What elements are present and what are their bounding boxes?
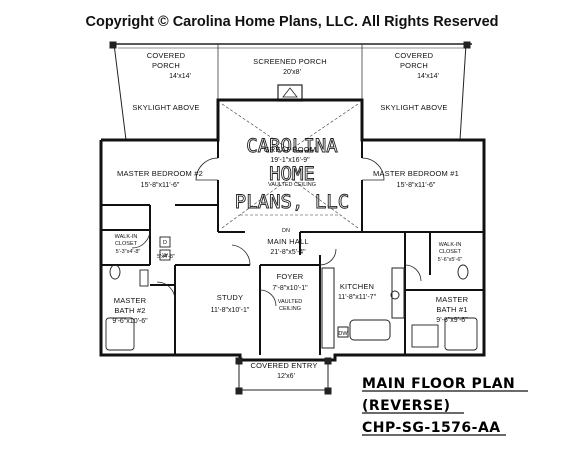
watermark: CAROLINA HOME PLANS, LLC — [234, 135, 349, 214]
foyer-note-1: VAULTED — [278, 299, 303, 305]
study-dims: 11'-8"x10'-1" — [211, 307, 250, 314]
screened-porch-label: SCREENED PORCH — [253, 57, 327, 66]
master-bath-1-label-1: MASTER — [436, 295, 469, 304]
great-room-label: GREAT ROOM — [264, 145, 317, 154]
great-room-ceiling — [221, 103, 359, 229]
plan-subtitle: (REVERSE) — [362, 398, 450, 414]
dryer-label: D — [163, 240, 167, 246]
covered-porch-right-dims: 14'x14' — [417, 73, 439, 80]
kitchen-label: KITCHEN — [340, 282, 374, 291]
kitchen-dims: 11'-8"x11'-7" — [338, 294, 377, 301]
entry-porch — [235, 357, 332, 395]
covered-porch-right-note: SKYLIGHT ABOVE — [380, 103, 447, 112]
covered-entry-dims: 12'x6' — [277, 373, 295, 380]
main-hall-note: DN — [282, 228, 290, 234]
covered-porch-right-label-2: PORCH — [400, 61, 428, 70]
master-bedroom-2-dims: 15'-8"x11'-6" — [141, 182, 180, 189]
walkin-closet-right-dims: 5'-6"x5'-6" — [438, 257, 463, 263]
covered-porch-left-note: SKYLIGHT ABOVE — [132, 103, 199, 112]
kitchen-counters — [321, 267, 405, 349]
dishwasher-label: DW — [338, 331, 348, 337]
covered-entry-label: COVERED ENTRY — [250, 361, 317, 370]
great-room-dims: 19'-1"x16'-9" — [270, 157, 310, 164]
bath-fixtures — [105, 236, 478, 351]
walkin-closet-left-label-1: WALK-IN — [115, 234, 138, 240]
laundry-dims: 5'x4'-8" — [157, 254, 175, 260]
walkin-closet-right-label-1: WALK-IN — [439, 242, 462, 248]
master-bath-2-label-1: MASTER — [114, 296, 147, 305]
door-swings — [131, 157, 422, 307]
interior-walls — [101, 140, 484, 355]
walkin-closet-right-label-2: CLOSET — [439, 249, 462, 255]
master-bedroom-1-dims: 15'-8"x11'-6" — [397, 182, 436, 189]
walkin-closet-left-label-2: CLOSET — [115, 241, 138, 247]
watermark-line-3: PLANS, LLC — [235, 191, 349, 213]
walkin-closet-left-dims: 5'-3"x4'-8" — [116, 249, 141, 255]
washer-label: W — [162, 253, 168, 259]
copyright-notice: Copyright © Carolina Home Plans, LLC. Al… — [86, 14, 499, 30]
covered-porch-left-label-1: COVERED — [147, 51, 186, 60]
foyer-label: FOYER — [277, 272, 304, 281]
great-room-note: VAULTED CEILING — [268, 182, 316, 188]
plan-title: MAIN FLOOR PLAN — [362, 376, 515, 392]
room-labels: COVERED PORCH 14'x14' SKYLIGHT ABOVE SCR… — [112, 51, 468, 380]
title-block: MAIN FLOOR PLAN (REVERSE) CHP-SG-1576-AA — [362, 376, 528, 436]
watermark-line-1: CAROLINA — [246, 135, 338, 157]
covered-porch-right-label-1: COVERED — [395, 51, 434, 60]
master-bath-2-label-2: BATH #2 — [114, 306, 145, 315]
master-bedroom-1-label: MASTER BEDROOM #1 — [373, 169, 459, 178]
master-bath-1-label-2: BATH #1 — [436, 305, 467, 314]
foyer-note-2: CEILING — [279, 306, 301, 312]
foyer-dims: 7'-8"x10'-1" — [272, 285, 308, 292]
covered-porch-left-dims: 14'x14' — [169, 73, 191, 80]
study-label: STUDY — [217, 293, 243, 302]
watermark-line-2: HOME — [269, 163, 315, 185]
master-bath-2-dims: 9'-6"x10'-6" — [112, 318, 148, 325]
screened-porch-dims: 20'x8' — [283, 69, 301, 76]
covered-porch-left-label-2: PORCH — [152, 61, 180, 70]
exterior-walls — [99, 98, 486, 362]
plan-number: CHP-SG-1576-AA — [362, 420, 501, 436]
main-hall-dims: 21'-8"x5'-4" — [270, 249, 306, 256]
master-bedroom-2-label: MASTER BEDROOM #2 — [117, 169, 203, 178]
main-hall-label: MAIN HALL — [267, 237, 308, 246]
master-bath-1-dims: 9'-6"x9'-6" — [436, 317, 468, 324]
